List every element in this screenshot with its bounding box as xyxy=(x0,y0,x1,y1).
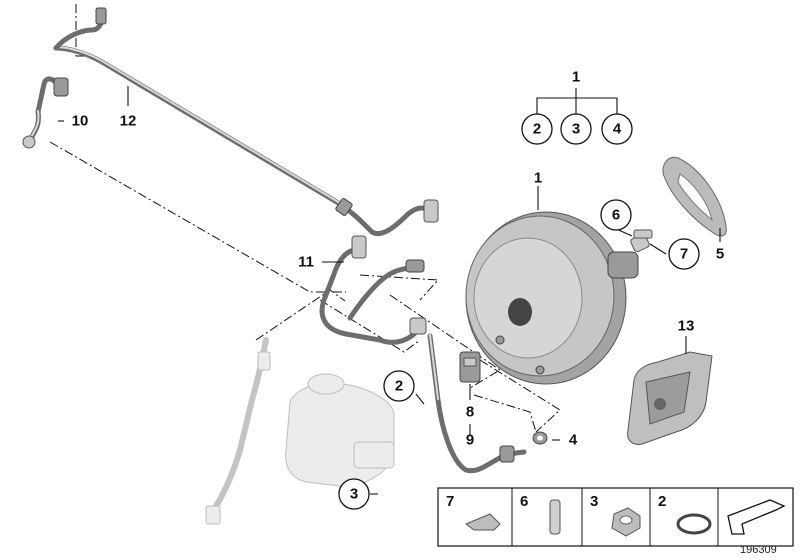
legend-cell-7[interactable]: 7 xyxy=(446,493,501,531)
o-ring-icon xyxy=(676,513,712,535)
callout-6-label: 6 xyxy=(612,207,620,224)
callout-11: 11 xyxy=(298,254,314,271)
callout-3: 3 xyxy=(338,478,370,510)
direction-arrow-icon xyxy=(727,499,786,535)
legend-label-6: 6 xyxy=(520,493,528,510)
leader-lines xyxy=(58,86,721,495)
legend-cell-3[interactable]: 3 xyxy=(590,493,641,537)
callout-9: 9 xyxy=(466,432,474,449)
elbow-hose-part-10[interactable] xyxy=(22,76,69,149)
ghost-brake-line xyxy=(205,337,271,525)
sensor-part-8[interactable] xyxy=(459,351,481,383)
vacuum-line-part-9[interactable] xyxy=(427,333,527,474)
callout-top-2-label: 2 xyxy=(533,121,541,138)
pin-icon xyxy=(549,499,561,535)
legend-cell-arrow xyxy=(727,499,786,535)
callout-2: 2 xyxy=(383,370,415,402)
callout-top-4: 4 xyxy=(601,113,633,145)
nut-hole-icon xyxy=(619,515,633,525)
legend-label-3: 3 xyxy=(590,493,598,510)
callout-top-3: 3 xyxy=(560,113,592,145)
clip-icon xyxy=(465,513,501,531)
legend-label-2: 2 xyxy=(658,493,666,510)
doc-number: 196309 xyxy=(740,544,777,556)
vacuum-pipe-part-11[interactable] xyxy=(319,235,427,345)
legend-label-7: 7 xyxy=(446,493,454,510)
pin-part-6[interactable] xyxy=(633,229,653,239)
callout-10: 10 xyxy=(72,113,89,130)
legend-cell-2[interactable]: 2 xyxy=(658,493,712,535)
callout-top-2: 2 xyxy=(521,113,553,145)
callout-top-1: 1 xyxy=(572,69,580,86)
callout-top-4-label: 4 xyxy=(613,121,622,138)
callout-7: 7 xyxy=(668,238,700,270)
ghost-reservoir xyxy=(285,373,395,487)
callout-7-label: 7 xyxy=(680,246,688,263)
callout-top-3-label: 3 xyxy=(572,121,580,138)
callout-2-label: 2 xyxy=(395,378,403,395)
callout-booster-1: 1 xyxy=(534,170,542,187)
callout-4: 4 xyxy=(569,432,578,449)
callout-13: 13 xyxy=(678,318,695,335)
gasket-part-5[interactable] xyxy=(662,156,727,237)
callout-6: 6 xyxy=(600,199,632,231)
callout-8: 8 xyxy=(466,404,474,421)
washer-part-4[interactable] xyxy=(532,431,548,445)
hose-rail-part-12[interactable] xyxy=(53,7,439,236)
callout-5: 5 xyxy=(716,246,724,263)
legend-cell-6[interactable]: 6 xyxy=(520,493,561,535)
bracket-part-13[interactable] xyxy=(627,351,713,445)
callout-3-label: 3 xyxy=(350,486,358,503)
brake-booster-part-1[interactable] xyxy=(465,211,650,385)
callout-12: 12 xyxy=(120,113,137,130)
